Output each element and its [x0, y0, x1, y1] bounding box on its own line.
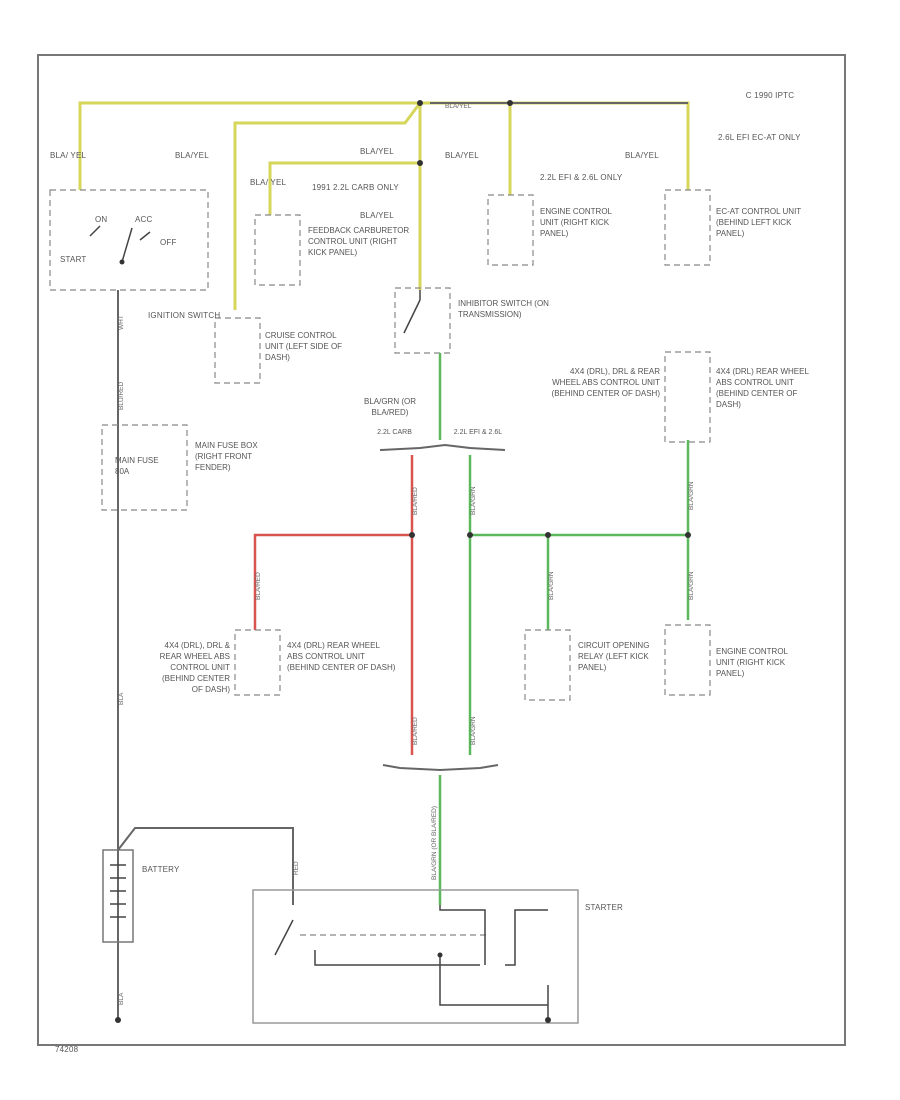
label-efi-only: 2.2L EFI & 2.6L ONLY — [540, 173, 623, 182]
vlabel-grn-4: BLA/GRN — [688, 481, 695, 510]
label-abs-left: 4X4 (DRL), DRL & REAR WHEEL ABS CONTROL … — [159, 641, 230, 694]
label-main-fuse-box: MAIN FUSE BOX (RIGHT FRONT FENDER) — [195, 441, 258, 472]
abs-right-box — [664, 351, 711, 443]
label-circuit-relay: CIRCUIT OPENING RELAY (LEFT KICK PANEL) — [578, 641, 650, 672]
vlabel-wht: WHT — [118, 315, 125, 330]
label-efi-at-only: 2.6L EFI EC-AT ONLY — [718, 133, 801, 142]
feedback-carb-box — [254, 214, 301, 286]
label-bla-yel-2: BLA/YEL — [360, 147, 394, 156]
year-label: C 1990 IPTC — [746, 91, 794, 100]
label-cruise: CRUISE CONTROL UNIT (LEFT SIDE OF DASH) — [265, 331, 343, 362]
engine-control-1-box — [487, 194, 534, 266]
wire-cruise-feed — [233, 102, 422, 310]
vlabel-bla2: BLA — [118, 992, 125, 1005]
label-abs-right: 4X4 (DRL), DRL & REAR WHEEL ABS CONTROL … — [551, 367, 660, 398]
junction-top-2 — [507, 100, 513, 106]
vlabel-red-3: BLA/RED — [412, 717, 419, 745]
abs-left-box — [234, 629, 281, 696]
label-battery: BATTERY — [142, 865, 180, 874]
label-off: OFF — [160, 238, 177, 247]
vlabel-red: RED — [293, 861, 300, 875]
label-feedback-carb: FEEDBACK CARBURETOR CONTROL UNIT (RIGHT … — [308, 226, 410, 257]
vlabel-red-1: BLA/RED — [412, 487, 419, 515]
label-efi-22: 2.2L EFI & 2.6L — [453, 429, 503, 436]
label-bla-yel-6: BLA/ YEL — [250, 178, 286, 187]
label-bla-yel-left: BLA/ YEL — [50, 151, 86, 160]
diagram-frame — [37, 54, 846, 1046]
starter-box — [252, 889, 579, 1024]
cruise-control-box — [214, 317, 261, 384]
wire-carb-feed — [268, 161, 420, 215]
wire-red-left — [253, 533, 412, 630]
label-abs-right2: 4X4 (DRL) REAR WHEEL ABS CONTROL UNIT (B… — [716, 367, 809, 409]
label-engine-control-2: ENGINE CONTROL UNIT (RIGHT KICK PANEL) — [716, 647, 788, 678]
label-ignition-switch: IGNITION SWITCH — [148, 311, 220, 320]
label-bla-yel-1: BLA/YEL — [175, 151, 209, 160]
label-bla-yel-4: BLA/YEL — [625, 151, 659, 160]
junction-mid-1 — [417, 160, 423, 166]
vlabel-blu-red: BLU/RED — [118, 382, 125, 410]
wire-battery-starter — [117, 827, 294, 905]
main-fuse-box — [101, 424, 188, 511]
vlabel-grn-3: BLA/GRN — [688, 571, 695, 600]
label-start: START — [60, 255, 86, 264]
ignition-switch-box — [49, 189, 209, 291]
junction-top-1 — [417, 100, 423, 106]
label-bla-yel-3: BLA/YEL — [445, 151, 479, 160]
label-ecat-control: EC-AT CONTROL UNIT (BEHIND LEFT KICK PAN… — [716, 207, 802, 238]
label-acc: ACC — [135, 215, 153, 224]
label-abs-left2: 4X4 (DRL) REAR WHEEL ABS CONTROL UNIT (B… — [287, 641, 396, 672]
vlabel-bla-grn-bottom: BLA/GRN (OR BLA/RED) — [431, 806, 438, 880]
vlabel-grn-2: BLA/GRN — [548, 571, 555, 600]
label-engine-control-1: ENGINE CONTROL UNIT (RIGHT KICK PANEL) — [540, 207, 612, 238]
label-carb-22: 2.2L CARB — [377, 429, 412, 436]
label-inhibitor: INHIBITOR SWITCH (ON TRANSMISSION) — [458, 299, 549, 319]
engine-control-2-box — [664, 624, 711, 696]
figure-id: 74208 — [55, 1045, 79, 1054]
ecat-control-box — [664, 189, 711, 266]
label-bla-yel-5: BLA/YEL — [360, 211, 394, 220]
vlabel-grn-1: BLA/GRN — [470, 486, 477, 515]
label-bla-yel-top: BLA/YEL — [445, 103, 472, 110]
label-main-fuse: MAIN FUSE 80A — [115, 456, 159, 476]
label-on: ON — [95, 215, 107, 224]
label-starter: STARTER — [585, 903, 623, 912]
vlabel-red-2: BLA/RED — [255, 572, 262, 600]
circuit-relay-box — [524, 629, 571, 701]
inhibitor-switch-box — [394, 287, 451, 354]
vlabel-bla: BLA — [118, 692, 125, 705]
label-carb-only: 1991 2.2L CARB ONLY — [312, 183, 399, 192]
vlabel-grn-5: BLA/GRN — [470, 716, 477, 745]
label-bla-grn: BLA/GRN (OR BLA/RED) — [363, 397, 416, 417]
